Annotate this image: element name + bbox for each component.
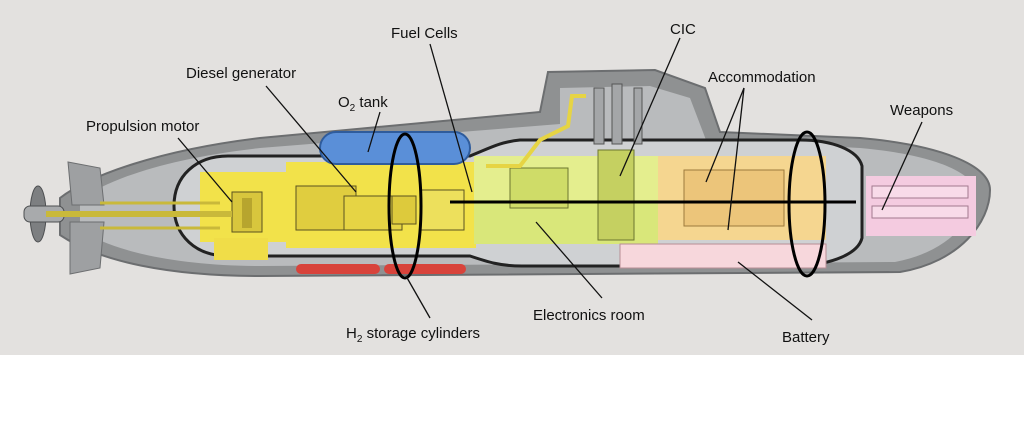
leader-o2-tank <box>367 111 381 153</box>
leader-propulsion-motor <box>177 137 233 203</box>
leader-weapons <box>881 121 923 211</box>
mast-2 <box>611 83 623 145</box>
o2-prefix: O <box>338 94 350 111</box>
mast-1 <box>593 87 605 145</box>
o2-subscript: 2 <box>349 103 356 114</box>
leader-cic <box>619 37 681 177</box>
upper-tail-fin <box>67 161 105 206</box>
cic-console <box>597 149 635 241</box>
lower-tail-fin <box>69 221 105 275</box>
marker-ellipse-left <box>387 132 423 280</box>
o2-suffix: tank <box>355 94 388 111</box>
label-accommodation: Accommodation <box>708 69 816 86</box>
leader-h2-storage <box>405 275 431 319</box>
machinery-block-5 <box>242 198 252 228</box>
machinery-block-4 <box>391 195 417 225</box>
torpedo-tube-2 <box>871 205 969 219</box>
label-fuel-cells: Fuel Cells <box>391 25 458 42</box>
h2-cylinder-left <box>296 264 380 274</box>
label-weapons: Weapons <box>890 102 954 119</box>
label-battery: Battery <box>782 329 830 346</box>
label-cic: CIC <box>670 21 696 38</box>
label-electronics-room: Electronics room <box>533 307 645 324</box>
leader-lines <box>177 37 923 321</box>
snorkel-pipe <box>486 94 586 168</box>
h2-prefix: H <box>346 325 357 342</box>
h2-subscript: 2 <box>356 334 363 345</box>
torpedo-tube-1 <box>871 185 969 199</box>
marker-ellipse-right <box>787 130 827 278</box>
leader-diesel-generator <box>265 85 357 193</box>
machinery-block-3 <box>419 189 465 231</box>
leader-accommodation-1 <box>705 87 745 183</box>
leader-battery <box>737 261 813 321</box>
leader-accommodation-2 <box>727 87 745 231</box>
mast-3 <box>633 87 643 145</box>
leader-fuel-cells <box>429 43 473 193</box>
h2-cylinder-right <box>384 264 466 274</box>
propulsion-lower-block <box>214 238 268 260</box>
h2-suffix: storage cylinders <box>362 325 480 342</box>
label-o2-tank: O2 tank <box>338 94 388 118</box>
label-h2-storage: H2 storage cylinders <box>346 325 480 349</box>
label-diesel-generator: Diesel generator <box>186 65 297 82</box>
leader-electronics-room <box>535 221 603 299</box>
label-propulsion-motor: Propulsion motor <box>86 118 200 135</box>
